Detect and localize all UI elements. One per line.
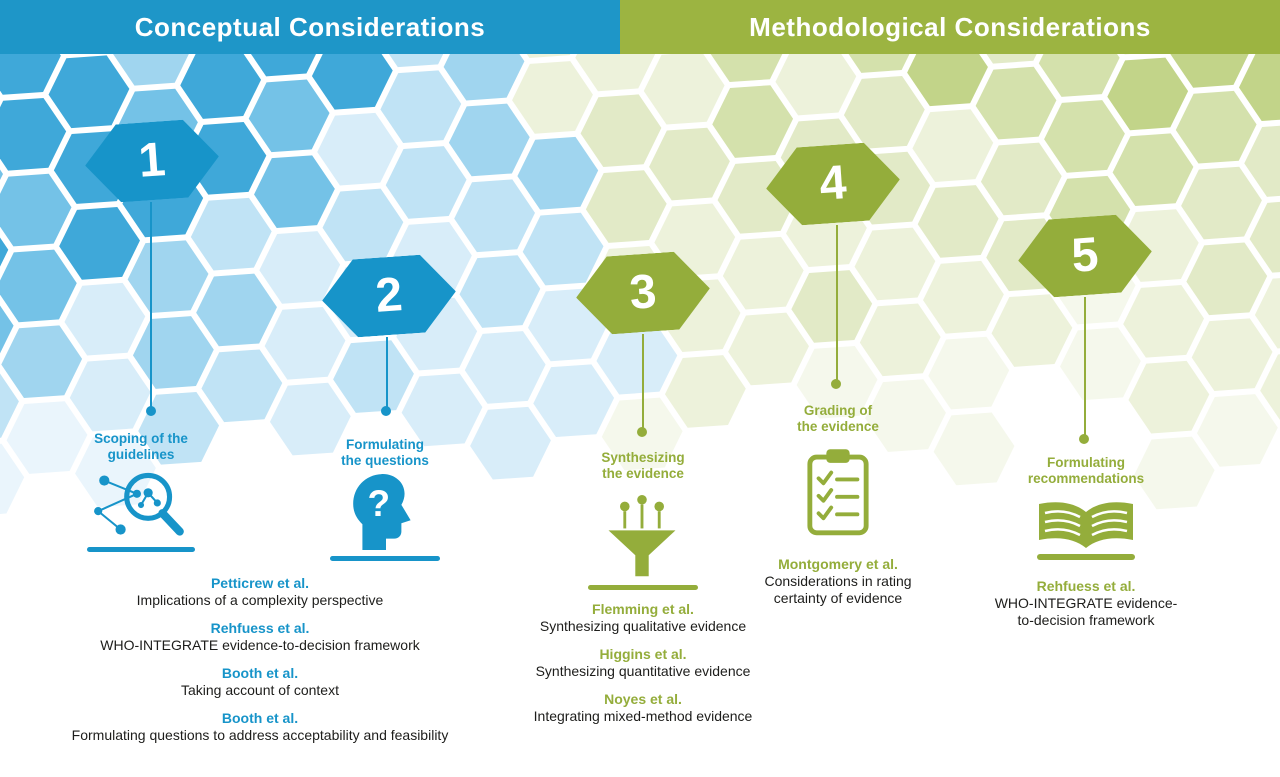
- funnel-icon: [608, 494, 676, 577]
- step-5-number: 5: [1069, 228, 1101, 283]
- step-1-connector-line: [150, 202, 152, 408]
- step-3-underline: [588, 585, 698, 590]
- reference-item: Booth et al. Taking account of context: [20, 665, 500, 699]
- step-1-connector-dot: [146, 406, 156, 416]
- step-1-underline: [87, 547, 195, 552]
- step-4-number: 4: [817, 156, 849, 211]
- svg-text:?: ?: [368, 483, 391, 524]
- header-methodological-title: Methodological Considerations: [749, 11, 1151, 42]
- step-4-connector-line: [836, 225, 838, 381]
- step-4-connector-dot: [831, 379, 841, 389]
- reference-title: Synthesizing qualitative evidence: [539, 618, 747, 635]
- step-2-connector-dot: [381, 406, 391, 416]
- head-question-icon: ?: [353, 474, 411, 550]
- step-2-number: 2: [373, 268, 405, 323]
- magnifier-network-icon: [94, 472, 184, 536]
- reference-title: WHO-INTEGRATE evidence-to-decision frame…: [100, 636, 420, 653]
- reference-item: Petticrew et al. Implications of a compl…: [20, 575, 500, 609]
- reference-list-recommendations: Rehfuess et al. WHO-INTEGRATE evidence- …: [971, 578, 1201, 640]
- reference-authors: Booth et al.: [221, 709, 299, 726]
- step-2-connector-line: [386, 337, 388, 409]
- step-3-connector-line: [642, 334, 644, 430]
- reference-item: Rehfuess et al. WHO-INTEGRATE evidence-t…: [20, 620, 500, 654]
- reference-title: Considerations in rating certainty of ev…: [764, 573, 912, 606]
- reference-title: WHO-INTEGRATE evidence- to-decision fram…: [994, 595, 1178, 628]
- reference-authors: Rehfuess et al.: [1036, 578, 1136, 594]
- step-3-title: Synthesizing the evidence: [601, 450, 685, 482]
- reference-item: Higgins et al. Synthesizing quantitative…: [508, 646, 778, 680]
- step-2-title: Formulating the questions: [341, 437, 429, 469]
- reference-authors: Montgomery et al.: [778, 556, 898, 572]
- step-4-title: Grading of the evidence: [797, 403, 879, 435]
- reference-item: Noyes et al. Integrating mixed-method ev…: [508, 691, 778, 725]
- step-2-underline: [330, 556, 440, 561]
- reference-authors: Rehfuess et al.: [210, 619, 310, 636]
- reference-authors: Booth et al.: [221, 664, 299, 681]
- reference-item: Booth et al. Formulating questions to ad…: [20, 710, 500, 744]
- step-1-number: 1: [136, 133, 168, 188]
- step-5-title: Formulating recommendations: [1027, 455, 1145, 487]
- header-conceptual-title: Conceptual Considerations: [134, 11, 486, 42]
- reference-list-grading: Montgomery et al. Considerations in rati…: [733, 556, 943, 618]
- reference-item: Montgomery et al. Considerations in rati…: [733, 556, 943, 607]
- reference-authors: Higgins et al.: [599, 645, 687, 662]
- header-methodological: Methodological Considerations: [620, 0, 1280, 54]
- reference-authors: Petticrew et al.: [210, 575, 310, 591]
- reference-title: Integrating mixed-method evidence: [533, 707, 753, 724]
- reference-authors: Noyes et al.: [604, 690, 682, 707]
- open-book-icon: [1037, 502, 1135, 560]
- reference-item: Rehfuess et al. WHO-INTEGRATE evidence- …: [971, 578, 1201, 629]
- step-3-number: 3: [627, 265, 659, 320]
- header-conceptual: Conceptual Considerations: [0, 0, 620, 54]
- reference-list-synthesis: Flemming et al. Synthesizing qualitative…: [508, 601, 778, 736]
- reference-title: Implications of a complexity perspective: [136, 592, 384, 609]
- step-1-title: Scoping of the guidelines: [94, 431, 188, 463]
- reference-title: Synthesizing quantitative evidence: [535, 662, 751, 679]
- step-5-connector-line: [1084, 297, 1086, 437]
- reference-title: Taking account of context: [181, 681, 339, 698]
- reference-list-conceptual: Petticrew et al. Implications of a compl…: [20, 575, 500, 755]
- reference-title: Formulating questions to address accepta…: [71, 726, 449, 743]
- reference-authors: Flemming et al.: [592, 601, 694, 617]
- reference-item: Flemming et al. Synthesizing qualitative…: [508, 601, 778, 635]
- clipboard-checklist-icon: [807, 449, 869, 536]
- step-5-connector-dot: [1079, 434, 1089, 444]
- step-3-connector-dot: [637, 427, 647, 437]
